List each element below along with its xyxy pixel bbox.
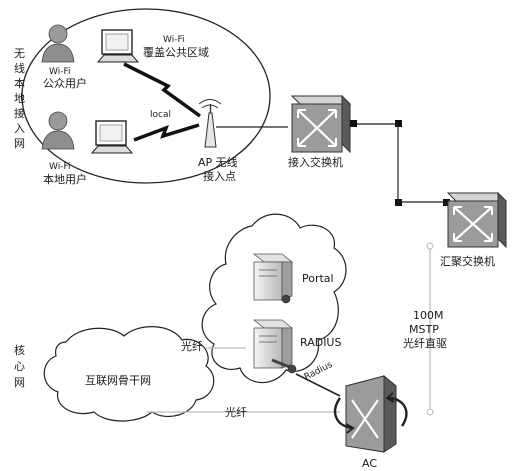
portal-server-icon — [252, 253, 294, 304]
uplink-label-line1: 100M — [413, 309, 444, 322]
server-cloud — [201, 213, 347, 384]
uplink-label-line3: 光纤直驱 — [403, 336, 447, 350]
access-switch-label: 接入交换机 — [288, 155, 343, 169]
aggregation-switch-icon — [446, 191, 508, 249]
laptop-icon — [90, 120, 134, 154]
laptop-icon — [96, 29, 140, 63]
svg-text:网: 网 — [14, 137, 25, 150]
ap-label-line1: AP 无线 — [198, 155, 238, 169]
uplink-label-line2: MSTP — [409, 323, 439, 336]
portal-server-label: Portal — [302, 272, 334, 285]
public-user-label-line2: 公众用户 — [43, 76, 87, 90]
svg-text:核: 核 — [14, 343, 25, 357]
access-switch-icon — [290, 94, 352, 154]
coverage-label-line2: 覆盖公共区域 — [143, 45, 209, 59]
access-point-icon — [198, 99, 222, 148]
ap-label-line2: 接入点 — [203, 170, 236, 183]
wireless-access-network-label: 无 线 本 地 接 入 网 — [14, 47, 25, 150]
fiber-label-2: 光纤 — [225, 405, 247, 419]
wifi-coverage-area — [21, 8, 271, 184]
local-user-label-line1: Wi-Fi — [49, 162, 70, 172]
radius-server-icon — [252, 319, 297, 374]
svg-text:入: 入 — [14, 122, 25, 135]
fiber-label-1: 光纤 — [181, 339, 203, 353]
local-user-label-line2: 本地用户 — [43, 172, 87, 186]
aggregation-switch-label: 汇聚交换机 — [440, 254, 495, 268]
internet-backbone-cloud — [43, 326, 215, 422]
internet-backbone-label: 互联网骨干网 — [85, 374, 151, 387]
svg-text:心: 心 — [14, 360, 25, 373]
radius-server-label: RADIUS — [300, 336, 341, 349]
svg-text:本: 本 — [14, 76, 25, 90]
radius-link — [295, 373, 341, 397]
public-user-icon — [41, 24, 75, 63]
public-user-label-line1: Wi-Fi — [49, 67, 70, 77]
wireless-link-local — [133, 123, 200, 142]
svg-text:网: 网 — [14, 376, 25, 389]
svg-text:接: 接 — [14, 107, 25, 120]
link-access-to-aggregation — [350, 120, 450, 206]
local-link-label: local — [150, 110, 171, 120]
svg-text:地: 地 — [14, 92, 25, 105]
local-user-icon — [41, 111, 75, 150]
radius-link-label: Radius — [303, 360, 335, 383]
svg-text:线: 线 — [14, 61, 25, 75]
ac-label: AC — [362, 457, 377, 470]
coverage-label-line1: Wi-Fi — [163, 35, 184, 45]
wireless-link-public — [123, 62, 202, 118]
core-network-label: 核 心 网 — [14, 343, 25, 389]
svg-text:无: 无 — [14, 47, 25, 60]
access-controller-icon — [333, 374, 408, 453]
